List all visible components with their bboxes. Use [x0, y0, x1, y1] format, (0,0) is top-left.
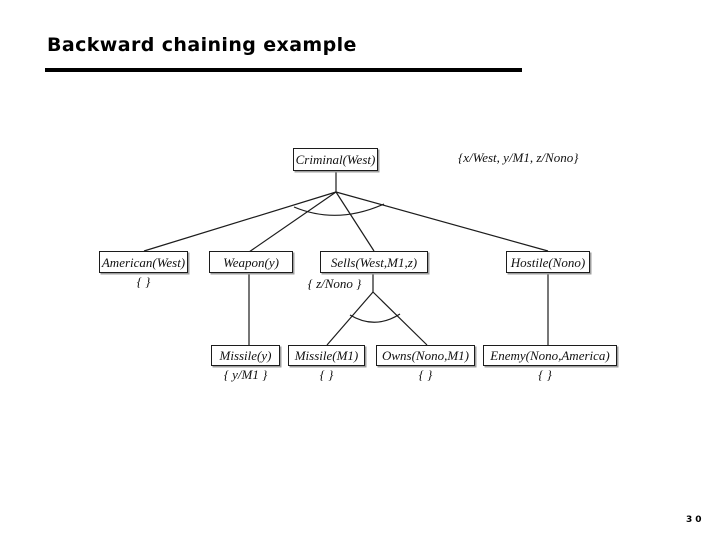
node-sells-west-m1-z: Sells(West,M1,z) — [320, 251, 428, 273]
and-arc-sells — [349, 313, 401, 323]
edge-root-sells — [335, 191, 375, 252]
node-american-west: American(West) — [99, 251, 188, 273]
page-number: 30 — [686, 515, 705, 525]
edge-sells-missile — [326, 291, 374, 346]
node-hostile-nono: Hostile(Nono) — [506, 251, 590, 273]
substitution-missile-m1: { } — [319, 367, 334, 382]
edge-root-weapon — [248, 191, 337, 253]
root-binding-label: {x/West, y/M1, z/Nono} — [458, 150, 579, 165]
node-owns-nono-m1: Owns(Nono,M1) — [376, 345, 475, 366]
node-weapon-y: Weapon(y) — [209, 251, 293, 273]
page-title: Backward chaining example — [47, 34, 357, 56]
edge-root-american — [143, 191, 337, 252]
node-criminal-west: Criminal(West) — [293, 148, 378, 171]
title-underline — [45, 68, 522, 72]
edge-sells-owns — [372, 291, 428, 346]
substitution-owns: { } — [418, 367, 433, 382]
node-missile-m1: Missile(M1) — [288, 345, 365, 366]
edge-root-hostile — [335, 191, 549, 252]
substitution-missile-y: { y/M1 } — [223, 367, 268, 382]
substitution-enemy: { } — [538, 367, 552, 382]
substitution-american: { } — [136, 274, 151, 289]
and-arc-root — [293, 203, 385, 216]
node-missile-y: Missile(y) — [211, 345, 280, 366]
substitution-sells: { z/Nono } — [307, 276, 362, 291]
node-enemy-nono-america: Enemy(Nono,America) — [483, 345, 617, 366]
